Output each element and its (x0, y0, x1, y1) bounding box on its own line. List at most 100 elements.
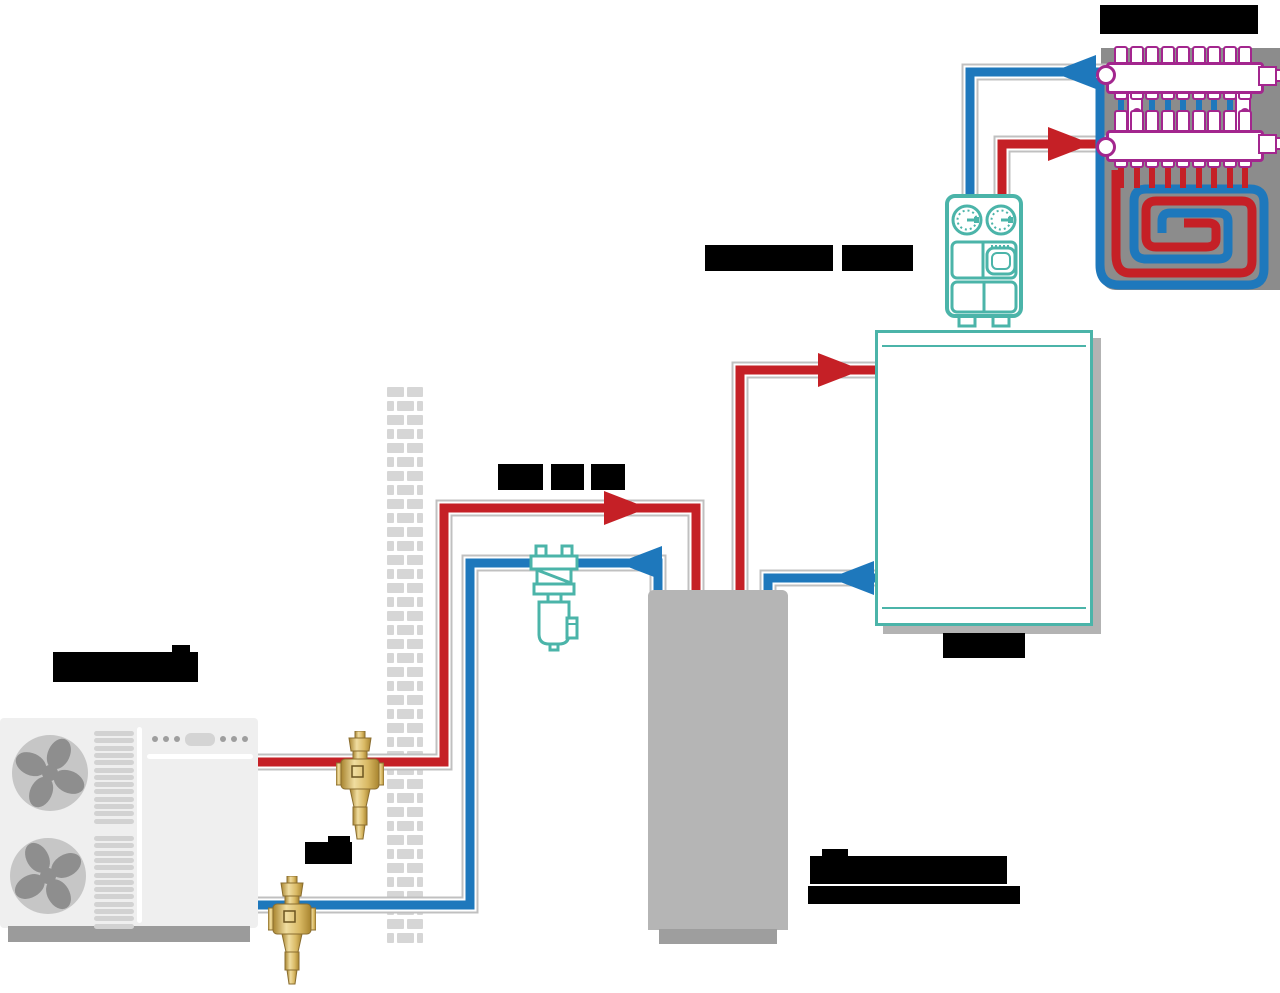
brick (407, 499, 423, 509)
redacted-label-pipe-run (551, 464, 584, 490)
panel-divider (137, 727, 142, 923)
brick (417, 597, 423, 607)
brick (387, 485, 394, 495)
brick (397, 793, 414, 803)
grille-bar (94, 850, 134, 856)
grille-bar (94, 901, 134, 907)
brick (387, 583, 404, 593)
grille-bar (94, 916, 134, 922)
thermometer-gauge-icon (985, 204, 1017, 236)
brick (397, 821, 414, 831)
manifold-return-inlet (1096, 65, 1116, 85)
brick (387, 737, 394, 747)
fan-icon (10, 838, 86, 914)
brick (407, 611, 423, 621)
thermometer-gauge-icon (951, 204, 983, 236)
arrow-return-to-heat-pump (618, 546, 662, 580)
brick (397, 513, 414, 523)
redacted-label-buffer-tank (810, 849, 1007, 884)
grille-bar (94, 811, 134, 817)
brick (397, 485, 414, 495)
heat-pump-base (8, 926, 250, 942)
brick (407, 667, 423, 677)
vent-grille (94, 731, 134, 824)
brick (387, 401, 394, 411)
arrow-return-boiler-to-buffer (830, 561, 874, 595)
redacted-label-buffer-tank (808, 886, 1020, 904)
redacted-label-manifold (1100, 5, 1258, 34)
redacted-label-valve (305, 836, 352, 864)
brick (397, 877, 414, 887)
brick (387, 471, 404, 481)
grille-bar (94, 738, 134, 744)
display-pill (185, 732, 215, 746)
indicator-dot (174, 736, 180, 742)
indicator-dot (152, 736, 158, 742)
redacted-label-pipe-run (591, 464, 625, 490)
brick (387, 919, 404, 929)
redacted-label-heat-pump (53, 645, 198, 682)
manifold-return-bar (1106, 62, 1264, 94)
grille-bar (94, 923, 134, 929)
indicator-dot (163, 736, 169, 742)
brick (407, 863, 423, 873)
brick (387, 443, 404, 453)
grille-bar (94, 782, 134, 788)
brick (417, 849, 423, 859)
brick (387, 807, 404, 817)
brick (417, 625, 423, 635)
grille-bar (94, 865, 134, 871)
brick (397, 429, 414, 439)
brick (417, 681, 423, 691)
brick (387, 765, 394, 775)
boiler-panel-line (882, 345, 1086, 347)
brick (407, 583, 423, 593)
grille-bar (94, 879, 134, 885)
brick (397, 457, 414, 467)
brick (407, 723, 423, 733)
brick (397, 933, 414, 943)
brick (387, 779, 404, 789)
brick (387, 653, 394, 663)
redacted-label-pipe-run (498, 464, 543, 490)
brick (387, 905, 394, 915)
grille-bar (94, 857, 134, 863)
magnetic-filter (529, 544, 579, 652)
brick (407, 779, 423, 789)
grille-bar (94, 731, 134, 736)
brick (407, 387, 423, 397)
boiler-panel-line (882, 607, 1086, 609)
grille-bar (94, 774, 134, 780)
grille-bar (94, 760, 134, 766)
shut-off-valve-return (268, 876, 316, 985)
arrow-supply-to-buffer (604, 491, 648, 525)
brick (417, 933, 423, 943)
brick (387, 681, 394, 691)
indicator-dot (231, 736, 237, 742)
brick (407, 835, 423, 845)
brick (417, 541, 423, 551)
brick (387, 513, 394, 523)
brick (417, 709, 423, 719)
brick (387, 625, 394, 635)
brick (397, 905, 414, 915)
brick (407, 891, 423, 901)
brick (387, 457, 394, 467)
brick (387, 569, 394, 579)
brick (397, 401, 414, 411)
brick (417, 877, 423, 887)
brick (397, 737, 414, 747)
grille-bar (94, 887, 134, 893)
brick (417, 793, 423, 803)
brick (397, 765, 414, 775)
indoor-unit-boiler (875, 330, 1093, 626)
brick (387, 695, 404, 705)
grille-bar (94, 872, 134, 878)
grille-bar (94, 752, 134, 758)
brick (387, 639, 404, 649)
brick (417, 429, 423, 439)
buffer-tank (648, 590, 788, 930)
brick (387, 877, 394, 887)
brick (417, 401, 423, 411)
